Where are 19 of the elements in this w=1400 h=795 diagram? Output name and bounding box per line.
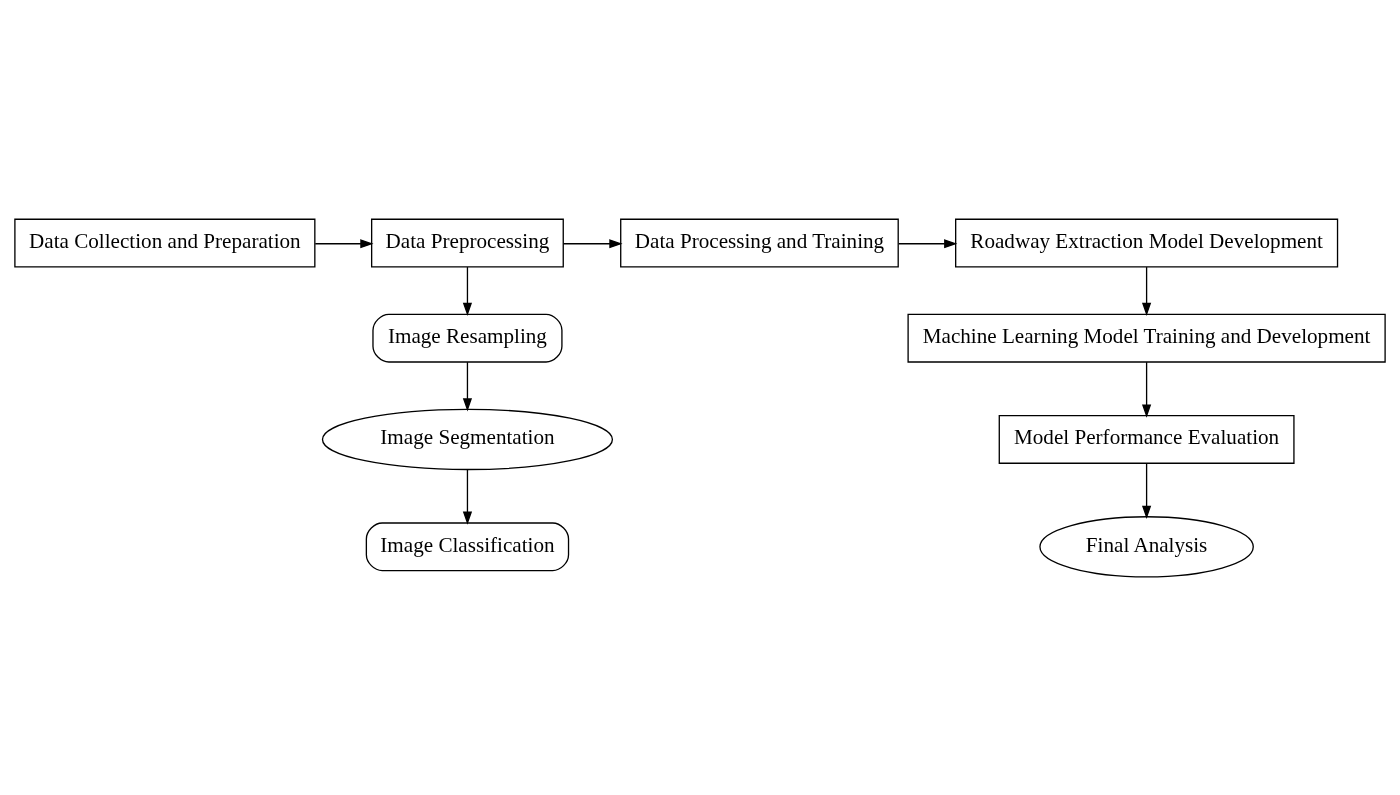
node-ellipse: Image Segmentation xyxy=(321,408,614,470)
node-box: Roadway Extraction Model Development xyxy=(955,218,1339,267)
node-box: Model Performance Evaluation xyxy=(998,414,1295,464)
arrow xyxy=(562,238,623,248)
node-box: Image Resampling xyxy=(372,313,563,363)
node-box: Data Processing and Training xyxy=(620,218,899,267)
arrow xyxy=(462,265,473,316)
arrow xyxy=(1141,265,1152,316)
arrow xyxy=(1141,361,1152,418)
node-ellipse: Final Analysis xyxy=(1039,515,1254,578)
node-box: Image Classification xyxy=(365,521,570,571)
arrow xyxy=(462,468,473,525)
node-box: Machine Learning Model Training and Development xyxy=(907,313,1386,363)
node-box: Data Collection and Preparation xyxy=(14,218,316,267)
arrow xyxy=(1141,462,1152,519)
arrow xyxy=(898,238,958,248)
arrow xyxy=(314,238,374,248)
node-box: Data Preprocessing xyxy=(371,218,564,267)
arrow xyxy=(462,361,473,411)
